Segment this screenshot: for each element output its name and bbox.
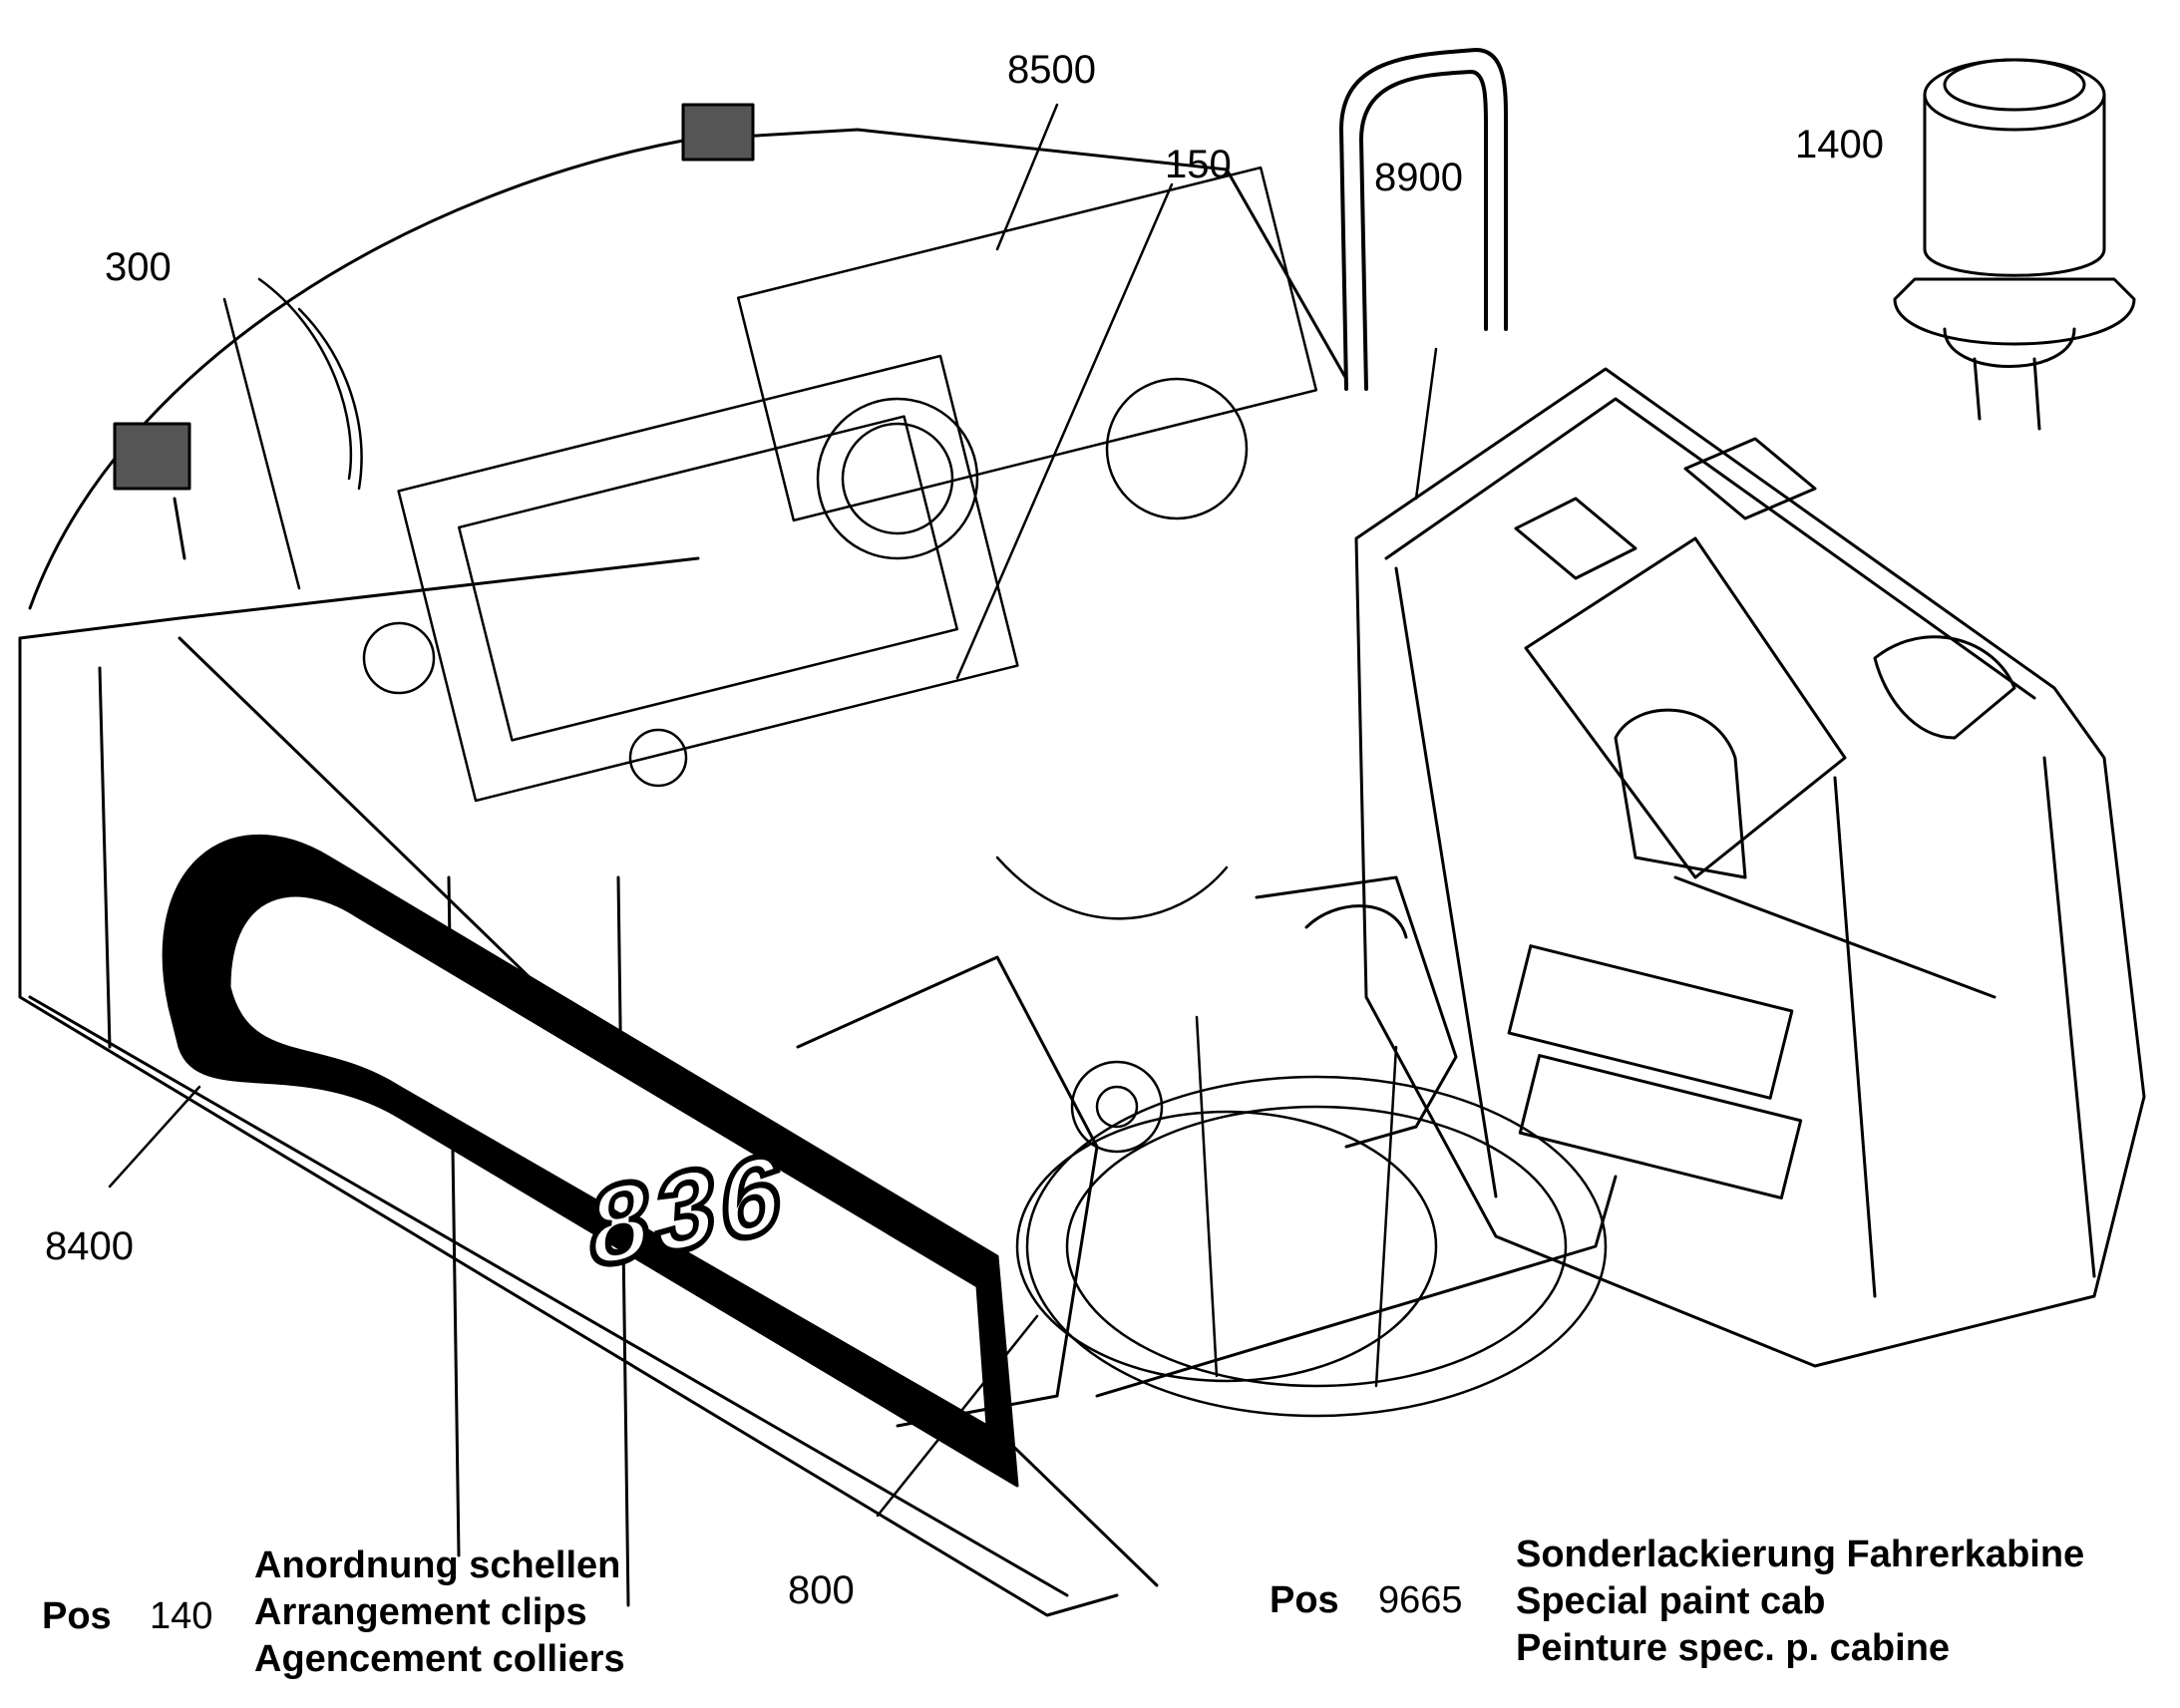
footer-right-pos-label: Pos <box>1270 1581 1339 1619</box>
work-lights <box>113 103 755 560</box>
lubrication-pump <box>1893 58 2136 431</box>
callout-8900: 8900 <box>1374 156 1463 199</box>
footer-right-description: Sonderlackierung Fahrerkabine Special pa… <box>1516 1532 2084 1672</box>
front-frame <box>796 875 1618 1428</box>
footer-left-pos-number: 140 <box>150 1595 213 1637</box>
slewing-ring <box>1015 1015 1608 1418</box>
callout-8400: 8400 <box>45 1224 134 1268</box>
grab-handle <box>1339 48 1508 391</box>
callout-1400: 1400 <box>1795 123 1884 167</box>
operator-cab <box>1354 367 2146 1368</box>
pos-label: Pos <box>1270 1579 1339 1621</box>
callout-8500: 8500 <box>1007 48 1096 92</box>
description-line-en: Special paint cab <box>1516 1580 1826 1622</box>
description-line-fr: Agencement colliers <box>254 1638 625 1680</box>
callout-800: 800 <box>788 1568 855 1612</box>
leader-lines <box>108 103 1438 1518</box>
footer-left-description: Anordnung schellen Arrangement clips Age… <box>254 1542 625 1683</box>
callout-150: 150 <box>1165 143 1232 186</box>
footer-right-pos-number: 9665 <box>1378 1579 1463 1621</box>
footer-left-pos-label: Pos <box>42 1597 112 1635</box>
description-line-de: Anordnung schellen <box>254 1544 621 1586</box>
description-line-de: Sonderlackierung Fahrerkabine <box>1516 1534 2085 1575</box>
description-line-en: Arrangement clips <box>254 1591 587 1633</box>
counterweight-stripe <box>162 834 1019 1488</box>
callout-300: 300 <box>105 245 172 289</box>
description-line-fr: Peinture spec. p. cabine <box>1516 1627 1951 1669</box>
pos-label: Pos <box>42 1595 112 1637</box>
